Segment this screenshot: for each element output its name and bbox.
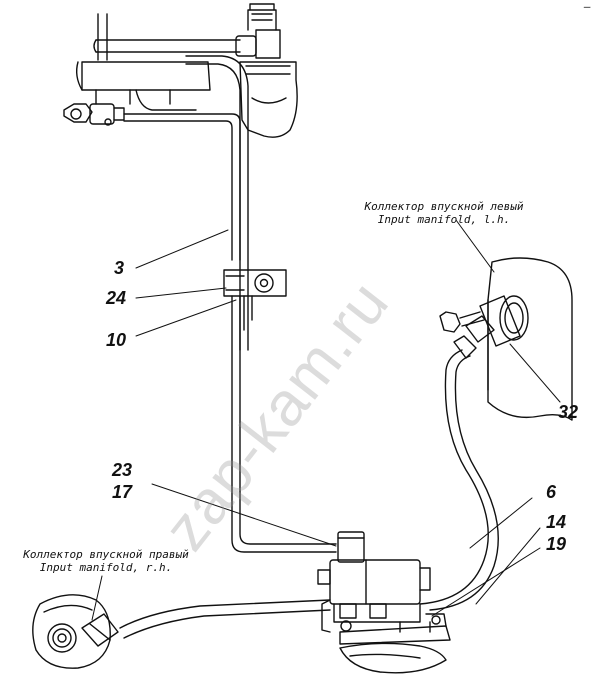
- right-manifold-ru: Коллектор впускной правый: [23, 548, 189, 561]
- caption-right-manifold: Коллектор впускной правый Input manifold…: [6, 548, 206, 574]
- callout-19: 19: [546, 534, 567, 554]
- clamp-assembly: [223, 269, 287, 331]
- solenoid-valve: [317, 531, 451, 674]
- left-manifold: [439, 257, 573, 421]
- callout-14: 14: [546, 512, 567, 532]
- callout-10: 10: [106, 330, 127, 350]
- hose-right: [119, 599, 331, 639]
- leader-lines: [91, 219, 561, 621]
- callout-6: 6: [546, 482, 557, 502]
- pipe-3: [231, 295, 337, 553]
- caption-left-manifold: Коллектор впускной левый Input manifold,…: [344, 200, 544, 226]
- right-manifold: [32, 594, 119, 669]
- corner-mark: –: [584, 0, 591, 13]
- left-manifold-en: Input manifold, l.h.: [377, 213, 511, 226]
- right-manifold-en: Input manifold, r.h.: [39, 561, 173, 574]
- upper-engine-assembly: [63, 3, 298, 351]
- callout-17: 17: [112, 482, 133, 502]
- callout-3: 3: [114, 258, 125, 278]
- callout-23: 23: [112, 460, 133, 480]
- callout-24: 24: [106, 288, 127, 308]
- callout-32: 32: [558, 402, 579, 422]
- hose-6: [419, 349, 499, 611]
- left-manifold-ru: Коллектор впускной левый: [364, 200, 524, 213]
